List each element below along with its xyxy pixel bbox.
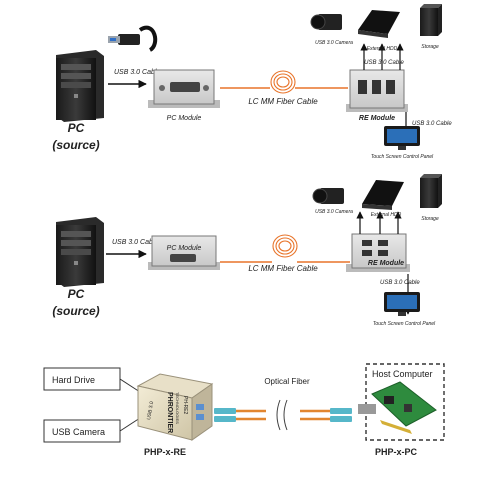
storage-label: Storage <box>421 216 439 222</box>
usb-cable-label-left: USB 3.0 Cable <box>112 239 158 246</box>
side-port-label: USB 3.0 <box>146 401 155 421</box>
hard-drive-label: Hard Drive <box>52 375 95 385</box>
php-re-label: PHP-x-RE <box>144 447 186 457</box>
usb-camera-label: USB Camera <box>52 427 105 437</box>
re-module-label: RE Module <box>359 115 395 122</box>
pc-label: PC <box>68 287 85 301</box>
touch-panel-label: Touch Screen Control Panel <box>373 321 436 327</box>
storage-icon <box>420 4 442 36</box>
usb-cable-label-left: USB 3.0 Cable <box>114 69 160 76</box>
camera-icon <box>310 14 342 30</box>
diagram-1: USB 3.0 Cable PC (source) PC Module LC M… <box>52 4 452 160</box>
optical-fiber-label: Optical Fiber <box>264 377 310 386</box>
pc-tower-icon <box>56 217 104 287</box>
pc-label: PC <box>68 121 85 135</box>
hdd-icon <box>362 180 404 210</box>
camera-icon <box>312 188 344 204</box>
pc-module-box <box>148 69 220 108</box>
model-label: PH-RE2 <box>182 396 188 415</box>
fiber-cable-label: LC MM Fiber Cable <box>248 97 318 106</box>
fiber-break-icon <box>276 399 288 431</box>
connector-line-bottom <box>119 417 141 432</box>
pc-module-box <box>148 235 220 270</box>
touch-panel-label: Touch Screen Control Panel <box>371 154 434 160</box>
pcie-card-icon <box>358 381 437 434</box>
pc-source-label: (source) <box>52 304 99 318</box>
fiber-coil-icon <box>272 234 298 258</box>
touch-panel-icon <box>384 292 420 316</box>
pc-source-label: (source) <box>52 138 99 152</box>
usb-cable-label-right: USB 3.0 Cable <box>412 121 452 127</box>
camera-label: USB 3.0 Camera <box>315 40 353 46</box>
fiber-connector-right <box>300 408 352 422</box>
usb-cable-label-top: USB 3.0 Cable <box>364 60 404 66</box>
diagram-2: USB 3.0 Cable PC (source) PC Module LC M… <box>52 174 442 327</box>
storage-label: Storage <box>421 44 439 50</box>
host-computer-label: Host Computer <box>372 369 433 379</box>
diagram-3: Hard Drive USB Camera PHRONTIER TECHNOLO… <box>43 363 445 457</box>
php-re-device <box>136 373 214 441</box>
php-pc-label: PHP-x-PC <box>375 447 418 457</box>
fiber-coil-icon <box>270 70 296 94</box>
hdd-label: External HDD <box>371 212 402 218</box>
fiber-cable-label: LC MM Fiber Cable <box>248 264 318 273</box>
usb-cable-label-right: USB 3.0 Cable <box>380 280 420 286</box>
re-module-box <box>346 69 408 112</box>
usb-cable-icon <box>108 25 158 52</box>
fiber-connector-left <box>214 408 266 422</box>
storage-icon <box>420 174 442 208</box>
camera-label: USB 3.0 Camera <box>315 209 353 215</box>
brand-sub-label: TECHNOLOGIES <box>175 392 180 424</box>
hdd-icon <box>358 10 400 38</box>
pc-tower-icon <box>56 50 104 122</box>
re-module-label: RE Module <box>368 260 404 267</box>
pc-module-label: PC Module <box>167 245 202 252</box>
touch-panel-icon <box>384 126 420 150</box>
brand-label: PHRONTIER <box>166 392 173 433</box>
connector-line-top <box>119 378 141 393</box>
re-module-box <box>346 233 410 272</box>
hdd-label: External HDD <box>367 46 398 52</box>
pc-module-label: PC Module <box>167 115 202 122</box>
